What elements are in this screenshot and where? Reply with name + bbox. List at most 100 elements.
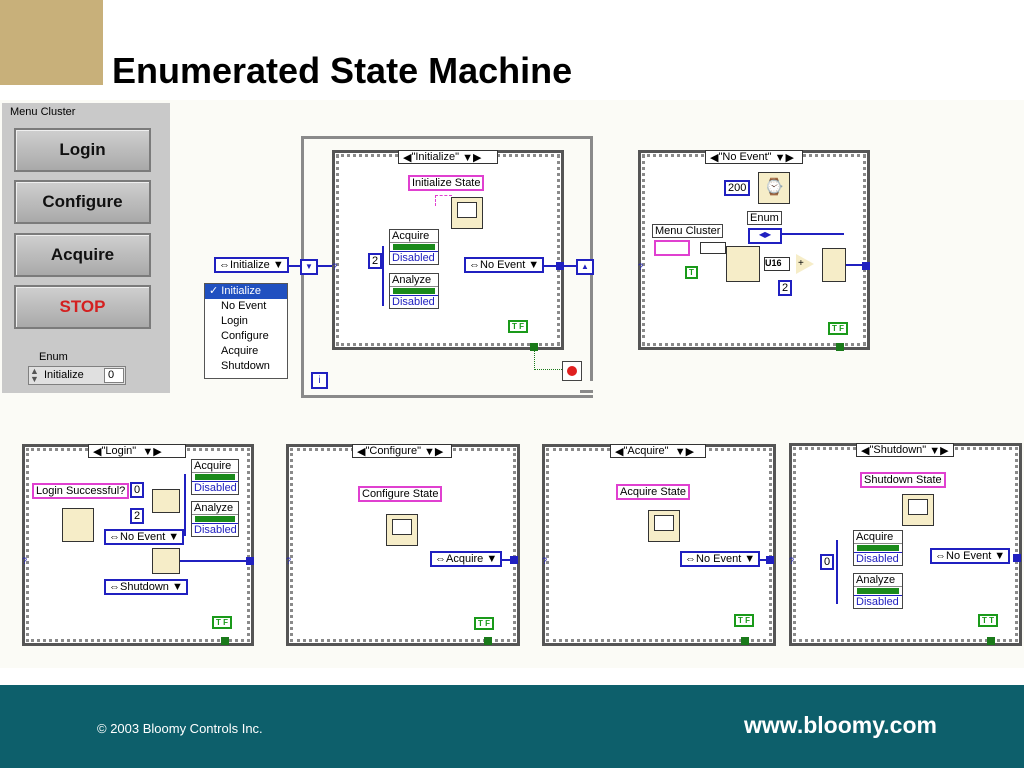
two-button-dialog-icon [62, 508, 94, 542]
select-function-icon [152, 489, 180, 513]
numeric-constant-0: 0 [130, 482, 145, 498]
shift-register-right-icon: ▲ [576, 259, 594, 275]
shutdown-state-string: Shutdown State [860, 472, 946, 488]
dropdown-item-shutdown[interactable]: Shutdown [221, 360, 270, 372]
dropdown-item-initialize[interactable]: ✓ Initialize [205, 284, 287, 299]
output-tunnel [766, 556, 774, 564]
stop-button[interactable]: STOP [14, 285, 151, 329]
login-prompt-string: Login Successful? [32, 483, 130, 499]
next-state-enum: ⇔No Event ▼ [464, 257, 545, 273]
bool-tunnel [741, 637, 749, 645]
dropdown-item-login[interactable]: Login [221, 315, 248, 327]
enum-dropdown-menu[interactable]: ✓ Initialize No Event Login Configure Ac… [204, 283, 288, 379]
configure-state-string: Configure State [358, 486, 443, 502]
selector-terminal-icon: ? [332, 262, 338, 272]
output-tunnel [556, 262, 564, 270]
output-tunnel [246, 557, 254, 565]
wire [496, 559, 510, 561]
while-loop-edge-bottom [580, 390, 593, 393]
wait-ms-constant: 200 [724, 180, 751, 196]
wire [846, 264, 864, 266]
enum-control[interactable] [28, 366, 126, 385]
add-sign: + [798, 258, 804, 269]
initialize-state-string: Initialize State [408, 175, 485, 191]
selector-terminal-icon: ? [22, 556, 28, 566]
increment-arrows-icon[interactable]: ▲▼ [30, 366, 39, 384]
u16-conversion: U16 [764, 257, 790, 271]
one-button-dialog-icon [451, 197, 483, 229]
false-constant: T F [474, 617, 494, 630]
wire [316, 265, 332, 267]
one-button-dialog-icon [902, 494, 934, 526]
selector-terminal-icon: ? [286, 556, 292, 566]
dropdown-item-configure[interactable]: Configure [221, 330, 269, 342]
menu-cluster-label: Menu Cluster [10, 106, 76, 118]
add-function-icon [796, 254, 814, 274]
acquire-button[interactable]: Acquire [14, 233, 151, 277]
output-tunnel [862, 262, 870, 270]
while-loop-edge [590, 136, 593, 381]
enum-label: Enum [39, 351, 68, 363]
cluster-to-array-icon [700, 242, 726, 254]
website-link[interactable]: www.bloomy.com [744, 712, 937, 738]
case-structure-acquire [542, 444, 776, 646]
case-selector-no-event[interactable]: ◀ "No Event" ▼▶ [705, 150, 803, 164]
wire [184, 474, 186, 536]
enum-local-variable: ◀▶ [748, 228, 782, 244]
shutdown-enum: ⇔Shutdown ▼ [104, 579, 188, 595]
shift-register-left-icon: ▼ [300, 259, 318, 275]
false-constant: T F [734, 614, 754, 627]
dropdown-item-no-event[interactable]: No Event [221, 300, 267, 312]
menu-cluster-local: Menu Cluster [652, 224, 724, 238]
wire [435, 195, 452, 206]
enum-local-label: Enum [747, 211, 782, 225]
bool-tunnel [836, 343, 844, 351]
next-state-enum: ⇔No Event ▼ [680, 551, 761, 567]
wire [836, 540, 838, 604]
output-tunnel [1013, 554, 1021, 562]
copyright-text: © 2003 Bloomy Controls Inc. [97, 721, 263, 736]
configure-button[interactable]: Configure [14, 180, 151, 224]
cluster-terminal [654, 240, 690, 256]
acquire-state-string: Acquire State [616, 484, 691, 500]
true-constant: T [685, 266, 698, 279]
true-constant: T T [978, 614, 998, 627]
enum-value: Initialize [44, 369, 84, 381]
wire [534, 351, 536, 370]
stop-condition-icon [562, 361, 582, 381]
case-selector-shutdown[interactable]: ◀ "Shutdown" ▼▶ [856, 443, 954, 457]
case-selector-initialize[interactable]: ◀ "Initialize" ▼▶ [398, 150, 498, 164]
next-state-enum: ⇔Acquire ▼ [430, 551, 503, 567]
selector-terminal-icon: ? [542, 556, 548, 566]
wire [283, 265, 301, 267]
init-enum-constant: ⇔Initialize ▼ [214, 257, 289, 273]
wire [534, 369, 562, 371]
bool-tunnel [484, 637, 492, 645]
dropdown-item-acquire[interactable]: Acquire [221, 345, 259, 357]
case-selector-login[interactable]: ◀ "Login" ▼▶ [88, 444, 186, 458]
numeric-constant-2: 2 [130, 508, 145, 524]
wire [778, 233, 844, 235]
numeric-constant: 2 [368, 253, 383, 269]
slide-title: Enumerated State Machine [112, 50, 573, 91]
selector-terminal-icon: ? [638, 262, 644, 272]
dropdown-arrow-icon[interactable]: ▼ [272, 259, 284, 271]
case-selector-configure[interactable]: ◀ "Configure" ▼▶ [352, 444, 452, 458]
footer-bar [0, 685, 1024, 768]
search-array-icon [726, 246, 760, 282]
enum-index: 0 [104, 368, 124, 383]
one-button-dialog-icon [648, 510, 680, 542]
case-selector-acquire[interactable]: ◀ "Acquire" ▼▶ [610, 444, 706, 458]
wire [382, 246, 384, 306]
bool-tunnel [987, 637, 995, 645]
false-constant: T F [212, 616, 232, 629]
iteration-terminal: i [311, 372, 328, 389]
select-function-icon [822, 248, 846, 282]
login-button[interactable]: Login [14, 128, 151, 172]
select-function-icon [152, 548, 180, 574]
bool-tunnel [221, 637, 229, 645]
